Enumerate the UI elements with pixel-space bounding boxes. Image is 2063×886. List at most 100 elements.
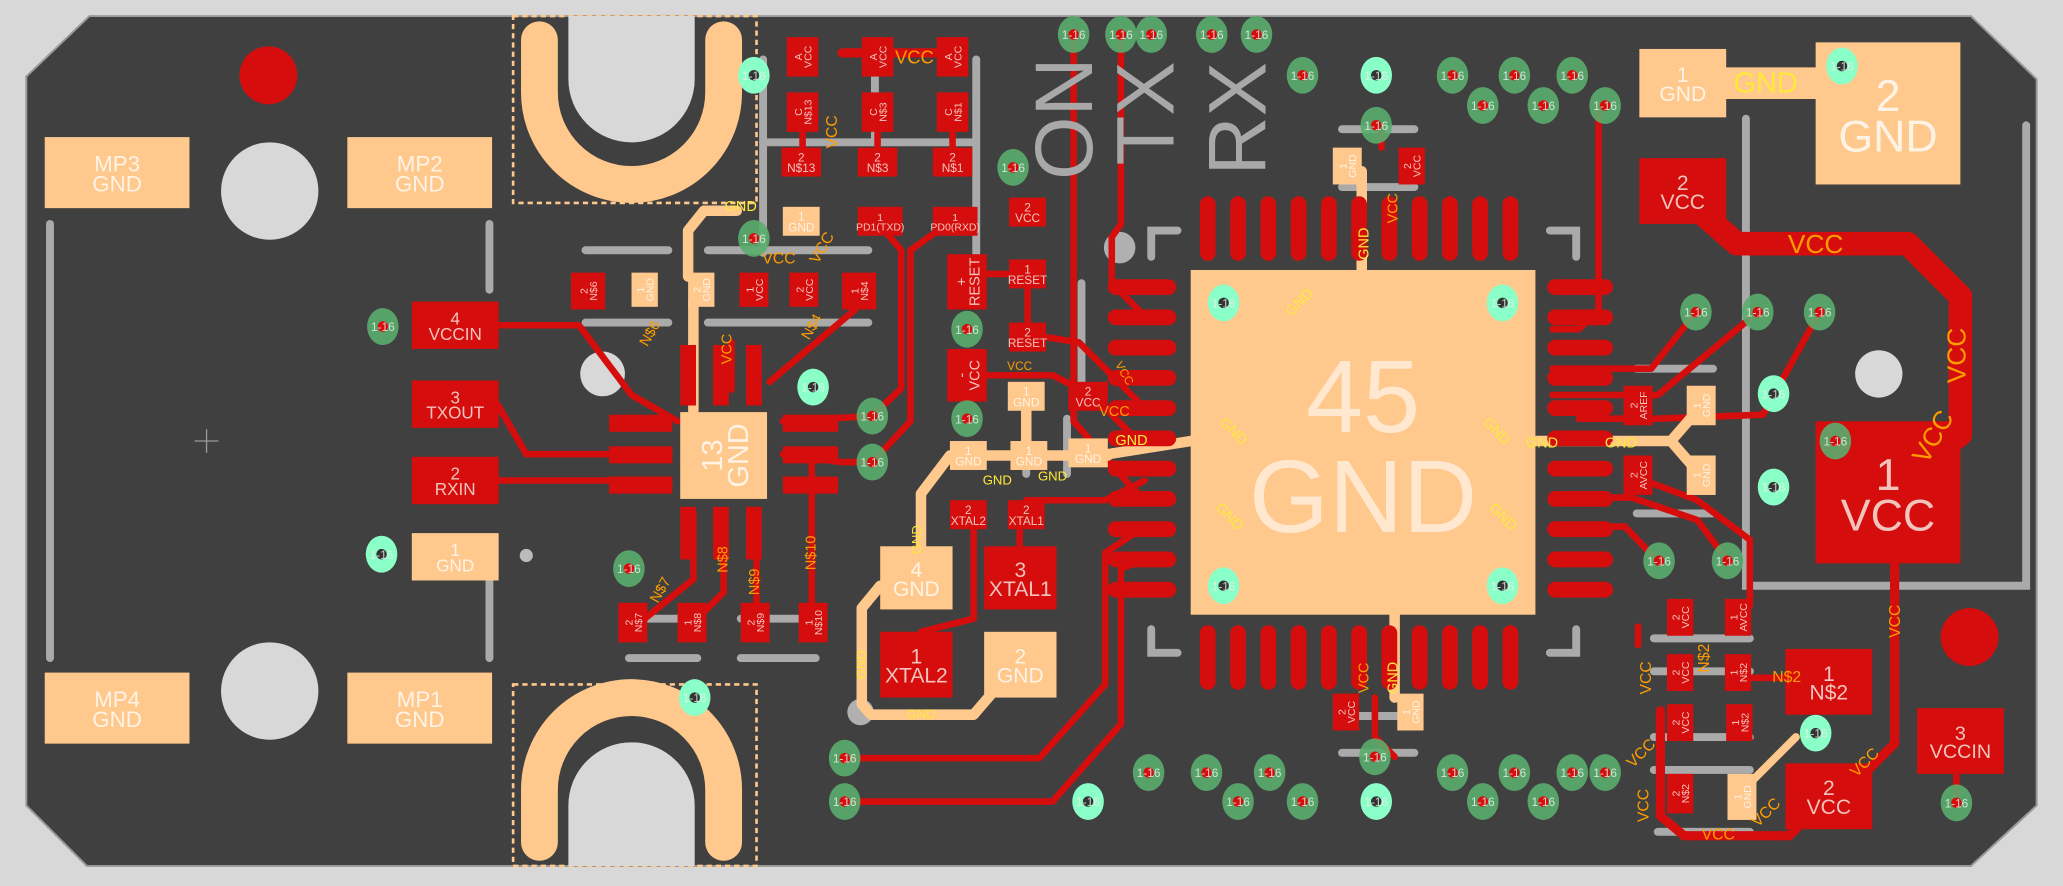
via[interactable]: 1-16 (1436, 56, 1469, 94)
via[interactable]: 1-16 (856, 443, 889, 481)
via[interactable]: 1-16 (1253, 754, 1286, 791)
pad-shape[interactable] (857, 206, 903, 236)
pad-c1_p[interactable]: +RESET (947, 254, 987, 310)
pad-r6[interactable]: 2N$6 (571, 272, 606, 310)
pad-shape[interactable] (571, 272, 606, 310)
via[interactable]: 1-16 (1680, 293, 1712, 331)
via[interactable]: 1-16 (1527, 87, 1560, 124)
pad-shape[interactable] (1398, 147, 1425, 185)
pad-shape[interactable] (786, 92, 819, 132)
via[interactable]: 1-16 (1757, 375, 1790, 413)
via[interactable]: 1-16 (1436, 754, 1469, 791)
pad-shape[interactable] (880, 546, 953, 610)
pad-d1_a[interactable]: AVCC (786, 37, 819, 77)
pad-d2_c[interactable]: CN$3 (861, 92, 894, 132)
pad-shape[interactable] (1726, 704, 1753, 742)
via[interactable]: 1-16 (1940, 784, 1973, 822)
pad-shape[interactable] (936, 37, 969, 77)
via[interactable]: 1-16 (738, 56, 770, 94)
pad-shape[interactable] (1009, 197, 1046, 227)
pad-shape[interactable] (1068, 381, 1108, 411)
via[interactable]: 1-16 (1360, 106, 1392, 144)
ic-pin-bottom[interactable] (745, 506, 762, 560)
via[interactable]: 1-16 (1486, 567, 1519, 605)
pad-shape[interactable] (786, 37, 819, 77)
via[interactable]: 1-16 (1466, 87, 1499, 124)
pad-shape[interactable] (861, 92, 894, 132)
pad-shape[interactable] (781, 147, 821, 177)
via[interactable]: 1-16 (951, 400, 983, 438)
pad-shape[interactable] (1068, 438, 1108, 468)
pad-shape[interactable] (984, 631, 1057, 698)
via[interactable]: 1-16 (1643, 542, 1675, 580)
via[interactable]: 1-16 (1498, 754, 1531, 791)
pad-r9[interactable]: 2N$9 (740, 602, 770, 643)
via[interactable]: 1-16 (1803, 293, 1836, 331)
ic-pin-right[interactable] (782, 414, 839, 432)
pad-shape[interactable] (949, 500, 987, 530)
via[interactable]: 1-16 (1360, 56, 1392, 94)
via[interactable]: 1-16 (1741, 293, 1774, 331)
ic-pin-bottom[interactable] (680, 506, 696, 560)
pad-shape[interactable] (1397, 693, 1424, 731)
pad-shape[interactable] (688, 272, 715, 307)
pad-shape[interactable] (798, 602, 828, 643)
via[interactable]: 1-16 (856, 397, 889, 435)
via[interactable]: 1-16 (1240, 16, 1273, 53)
ic-pin-right[interactable] (782, 446, 839, 464)
via[interactable]: 1-16 (1105, 16, 1137, 53)
via[interactable]: 1-16 (1527, 783, 1560, 820)
pad-shape[interactable] (861, 37, 894, 77)
pad-shape[interactable] (411, 380, 499, 428)
pad-d3_c[interactable]: CN$1 (936, 92, 969, 132)
pad-shape[interactable] (947, 348, 987, 402)
pad-c11a[interactable]: 2N$2 (1666, 773, 1694, 814)
via[interactable]: 1-16 (1757, 468, 1790, 506)
pad-shape[interactable] (1686, 455, 1716, 495)
via[interactable]: 1-16 (613, 550, 645, 588)
via[interactable]: 1-16 (1190, 754, 1223, 791)
pad-shape[interactable] (1007, 381, 1045, 411)
pad-shape[interactable] (44, 137, 190, 209)
via[interactable]: 1-16 (1359, 738, 1391, 776)
via[interactable]: 1-16 (1135, 16, 1168, 53)
pad-shape[interactable] (1724, 654, 1752, 692)
pad-r7[interactable]: 2N$7 (618, 602, 648, 643)
ic-pin-top[interactable] (713, 344, 729, 406)
pad-shape[interactable] (857, 147, 898, 177)
via[interactable]: 1-16 (1360, 783, 1392, 820)
pad-shape[interactable] (1009, 322, 1046, 352)
pad-shape[interactable] (411, 456, 499, 505)
via[interactable]: 1-16 (1207, 284, 1240, 322)
pad-shape[interactable] (1007, 500, 1045, 530)
pad-shape[interactable] (1686, 385, 1716, 426)
pad-d_n2[interactable]: 1N$2 (1785, 648, 1873, 715)
via[interactable]: 1-16 (1072, 783, 1104, 820)
via[interactable]: 1-16 (678, 679, 711, 717)
pad-r8[interactable]: 1N$8 (677, 602, 707, 643)
slot-pad-bottom[interactable] (511, 679, 758, 868)
